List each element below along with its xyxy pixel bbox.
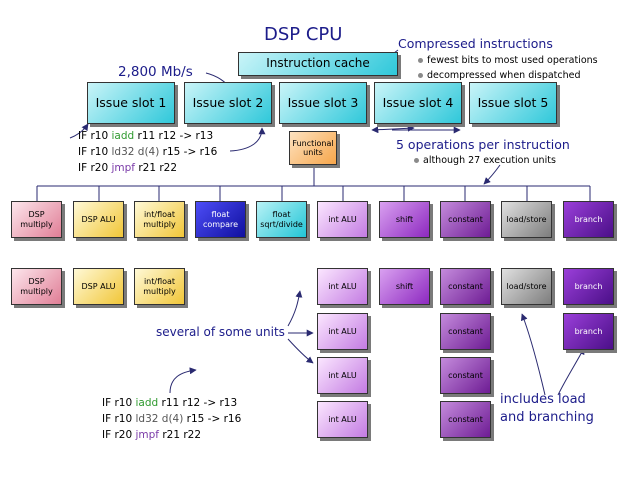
issue-slot-4: Issue slot 4 bbox=[374, 82, 462, 124]
op-jmpf: jmpf bbox=[111, 162, 136, 174]
unit-int-alu-1: int ALU bbox=[317, 201, 368, 238]
unit-load-store-1: load/store bbox=[501, 201, 552, 238]
unit-branch-2: branch bbox=[563, 268, 614, 305]
unit-float-compare: float compare bbox=[195, 201, 246, 238]
unit-dsp-alu-2: DSP ALU bbox=[73, 268, 124, 305]
bullet-dot-icon bbox=[414, 158, 419, 163]
includes-note-line-2: and branching bbox=[500, 410, 594, 425]
instruction-cache-box: Instruction cache bbox=[238, 52, 398, 76]
diagram-title: DSP CPU bbox=[264, 24, 343, 45]
code-line-top-1: IF r10 iadd r11 r12 -> r13 bbox=[78, 130, 214, 142]
op-ld32: ld32 d(4) bbox=[111, 146, 160, 158]
instruction-cache-label: Instruction cache bbox=[266, 56, 370, 71]
unit-float-sqrt-divide: float sqrt/divide bbox=[256, 201, 307, 238]
unit-dsp-multiply-1: DSP multiply bbox=[11, 201, 62, 238]
operations-note: 5 operations per instruction bbox=[396, 137, 570, 152]
unit-shift-2: shift bbox=[379, 268, 430, 305]
unit-constant-4: constant bbox=[440, 357, 491, 394]
compressed-bullet-2: decompressed when dispatched bbox=[418, 70, 581, 81]
bandwidth-label: 2,800 Mb/s bbox=[118, 64, 193, 80]
execution-units-bullet: although 27 execution units bbox=[414, 155, 556, 166]
unit-int-float-multiply-2: int/float multiply bbox=[134, 268, 185, 305]
unit-int-alu-3: int ALU bbox=[317, 313, 368, 350]
op-iadd: iadd bbox=[111, 130, 135, 142]
unit-int-alu-5: int ALU bbox=[317, 401, 368, 438]
unit-constant-2: constant bbox=[440, 268, 491, 305]
compressed-bullet-1: fewest bits to most used operations bbox=[418, 55, 598, 66]
issue-slot-3: Issue slot 3 bbox=[279, 82, 367, 124]
unit-branch-1: branch bbox=[563, 201, 614, 238]
code-line-top-2: IF r10 ld32 d(4) r15 -> r16 bbox=[78, 146, 218, 158]
code-line-bottom-3: IF r20 jmpf r21 r22 bbox=[102, 429, 202, 441]
bullet-dot-icon bbox=[418, 58, 423, 63]
code-line-top-3: IF r20 jmpf r21 r22 bbox=[78, 162, 178, 174]
issue-slot-1: Issue slot 1 bbox=[87, 82, 175, 124]
unit-load-store-2: load/store bbox=[501, 268, 552, 305]
unit-int-alu-4: int ALU bbox=[317, 357, 368, 394]
bullet-dot-icon bbox=[418, 73, 423, 78]
compressed-instructions-heading: Compressed instructions bbox=[398, 36, 553, 51]
unit-dsp-multiply-2: DSP multiply bbox=[11, 268, 62, 305]
unit-dsp-alu-1: DSP ALU bbox=[73, 201, 124, 238]
unit-constant-3: constant bbox=[440, 313, 491, 350]
op-ld32: ld32 d(4) bbox=[135, 413, 184, 425]
issue-slot-2: Issue slot 2 bbox=[184, 82, 272, 124]
unit-branch-3: branch bbox=[563, 313, 614, 350]
code-line-bottom-2: IF r10 ld32 d(4) r15 -> r16 bbox=[102, 413, 242, 425]
several-units-note: several of some units bbox=[156, 325, 285, 339]
unit-shift-1: shift bbox=[379, 201, 430, 238]
unit-int-alu-2: int ALU bbox=[317, 268, 368, 305]
includes-note-line-1: includes load bbox=[500, 392, 586, 407]
functional-units-box: Functional units bbox=[289, 131, 337, 165]
code-line-bottom-1: IF r10 iadd r11 r12 -> r13 bbox=[102, 397, 238, 409]
issue-slot-5: Issue slot 5 bbox=[469, 82, 557, 124]
unit-constant-1: constant bbox=[440, 201, 491, 238]
op-jmpf: jmpf bbox=[135, 429, 160, 441]
unit-int-float-multiply-1: int/float multiply bbox=[134, 201, 185, 238]
op-iadd: iadd bbox=[135, 397, 159, 409]
unit-constant-5: constant bbox=[440, 401, 491, 438]
